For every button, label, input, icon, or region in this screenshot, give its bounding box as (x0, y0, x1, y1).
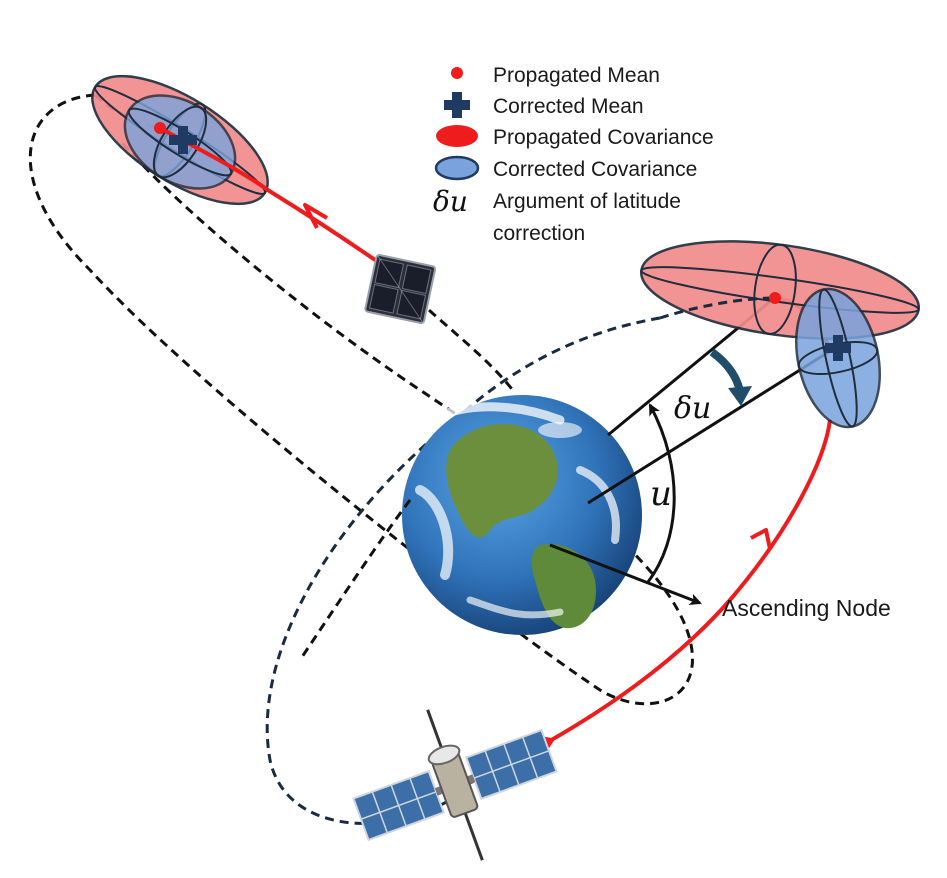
lower-dashed-orbit (265, 316, 661, 825)
legend-propagated-mean-icon (451, 67, 463, 79)
legend-argument-line1: Argument of latitude (493, 190, 681, 213)
legend-corrected-covariance-icon (434, 155, 480, 181)
legend-propagated-covariance: Propagated Covariance (493, 126, 714, 149)
earth-icon (402, 395, 642, 635)
delta-u-label: δu (674, 391, 711, 426)
u-label: u (650, 474, 672, 514)
legend: Propagated Mean Corrected Mean Propagate… (433, 64, 714, 245)
legend-corrected-mean: Corrected Mean (493, 95, 644, 118)
cubesat-dashed-link (416, 298, 517, 394)
legend-corrected-mean-icon (444, 92, 470, 118)
legend-corrected-covariance: Corrected Covariance (493, 158, 697, 181)
upper-propagated-mean-dot (154, 122, 166, 134)
u-angle-arc (646, 403, 676, 583)
ascending-node-vector (549, 543, 702, 605)
right-propagated-mean-dot (769, 292, 781, 304)
front-dashed-orbit (298, 499, 412, 661)
legend-argument-line2: correction (493, 222, 585, 245)
mid-track-arrow (750, 528, 772, 550)
cubesat-icon (364, 253, 437, 325)
legend-delta-u-symbol: δu (433, 185, 468, 218)
right-corrected-mean-icon (825, 335, 851, 361)
satellite-icon (352, 709, 558, 861)
upper-corrected-mean-icon (169, 126, 197, 154)
right-propagated-covariance (639, 240, 921, 340)
legend-propagated-mean: Propagated Mean (493, 64, 660, 87)
legend-propagated-covariance-icon (436, 125, 478, 147)
upper-covariance-group (91, 74, 270, 206)
delta-u-arrowhead (728, 386, 752, 406)
upper-dashed-orbit (28, 93, 694, 706)
orbit-into-ellipse (659, 296, 776, 320)
radius-to-corrected (587, 346, 836, 505)
ascending-node-label: Ascending Node (722, 595, 891, 621)
delta-u-curved-arrow (709, 348, 744, 393)
upper-track-arrow (303, 203, 329, 229)
